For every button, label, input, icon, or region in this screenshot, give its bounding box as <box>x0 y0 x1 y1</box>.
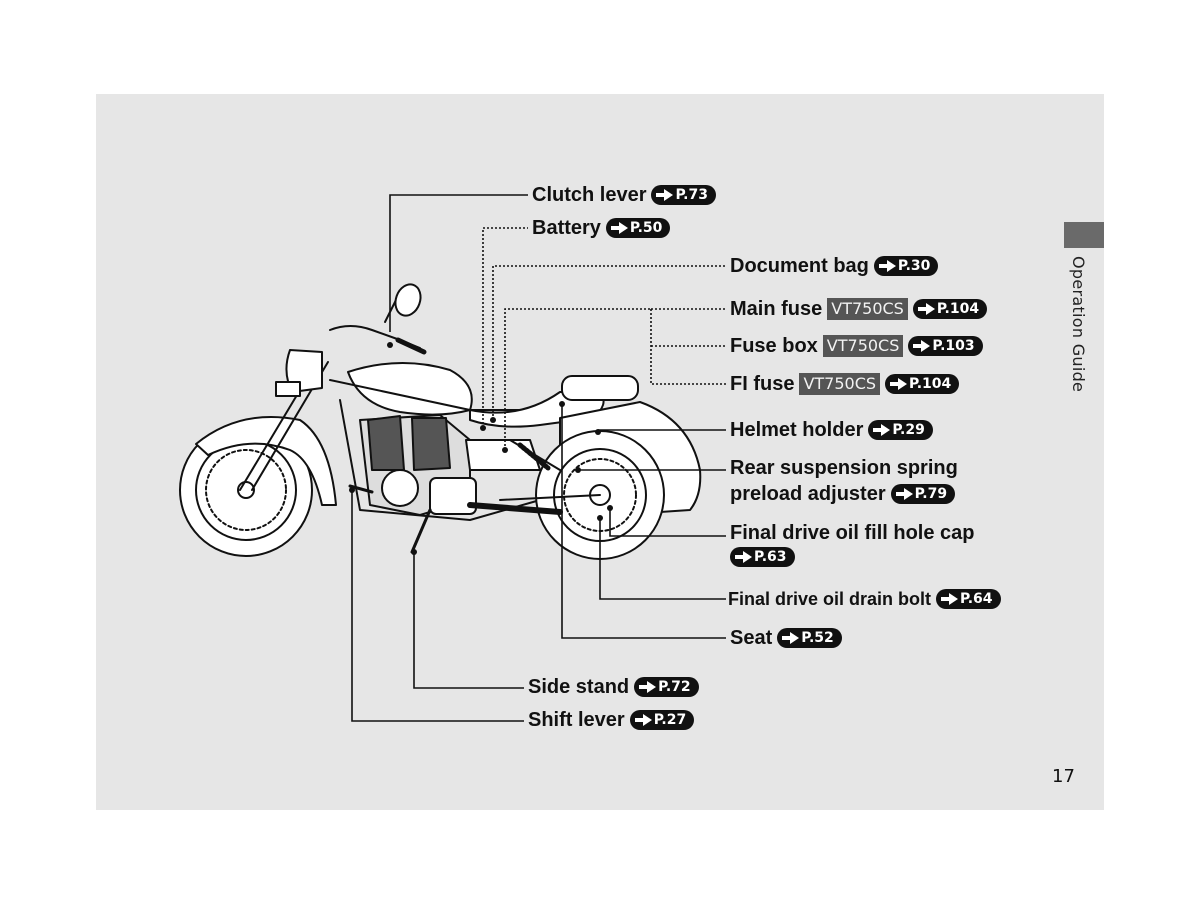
label-text: Shift lever <box>528 709 625 731</box>
page-ref-link[interactable]: P.52 <box>777 628 842 648</box>
section-tab-marker <box>1064 222 1104 248</box>
ref-text: P.29 <box>892 422 925 438</box>
leader-lines <box>351 194 726 722</box>
label-battery: Battery P.50 <box>532 216 671 240</box>
ref-text: P.104 <box>909 376 952 392</box>
page-ref-link[interactable]: P.29 <box>868 420 933 440</box>
arrow-right-icon <box>610 222 628 234</box>
page-ref-link[interactable]: P.27 <box>629 710 695 730</box>
arrow-right-icon <box>913 340 931 352</box>
label-fi-fuse: FI fuse VT750CS P.104 <box>730 372 960 396</box>
page-ref-link[interactable]: P.79 <box>890 484 956 504</box>
label-text: Document bag <box>730 255 869 277</box>
page-ref-link[interactable]: P.30 <box>873 256 939 276</box>
page-ref-link[interactable]: P.104 <box>885 374 960 394</box>
arrow-right-icon <box>634 714 652 726</box>
arrow-right-icon <box>878 260 896 272</box>
section-label: Operation Guide <box>1069 256 1088 393</box>
model-badge: VT750CS <box>822 335 904 357</box>
ref-text: P.79 <box>914 486 948 502</box>
arrow-right-icon <box>656 189 674 201</box>
label-line2: preload adjuster P.79 <box>730 482 956 506</box>
leader-dots <box>349 342 613 555</box>
arrow-right-icon <box>735 551 752 563</box>
label-side-stand: Side stand P.72 <box>528 675 699 699</box>
ref-text: P.50 <box>629 220 663 236</box>
label-text: Side stand <box>528 676 630 698</box>
label-fuse-box: Fuse box VT750CS P.103 <box>730 334 983 358</box>
label-helmet-holder: Helmet holder P.29 <box>730 418 933 442</box>
ref-text: P.103 <box>932 338 975 354</box>
ref-text: P.73 <box>675 187 708 203</box>
label-text: Clutch lever <box>532 184 647 206</box>
ref-text: P.72 <box>658 679 691 695</box>
label-main-fuse: Main fuse VT750CS P.104 <box>730 297 988 321</box>
label-text: Final drive oil fill hole cap <box>730 522 975 544</box>
arrow-right-icon <box>941 593 959 605</box>
label-text: FI fuse <box>730 373 795 395</box>
label-seat: Seat P.52 <box>730 626 842 650</box>
label-clutch-lever: Clutch lever P.73 <box>532 183 716 207</box>
ref-text: P.30 <box>897 258 931 274</box>
label-text: Main fuse <box>730 298 823 320</box>
ref-text: P.104 <box>936 301 980 317</box>
page-ref-link[interactable]: P.103 <box>908 336 983 356</box>
ref-text: P.64 <box>960 591 993 607</box>
model-badge: VT750CS <box>799 373 881 395</box>
page-ref-link[interactable]: P.50 <box>605 218 671 238</box>
label-text: Seat <box>730 627 773 649</box>
label-shift-lever: Shift lever P.27 <box>528 708 695 732</box>
arrow-right-icon <box>873 424 891 436</box>
label-rear-suspension: Rear suspension spring preload adjuster … <box>730 456 958 506</box>
arrow-right-icon <box>639 681 657 693</box>
page-ref-link[interactable]: P.63 <box>730 547 795 567</box>
arrow-right-icon <box>890 378 908 390</box>
page-ref-link[interactable]: P.72 <box>634 677 699 697</box>
label-text-line2: preload adjuster <box>730 483 886 505</box>
label-document-bag: Document bag P.30 <box>730 254 939 278</box>
label-text-line1: Rear suspension spring <box>730 457 958 479</box>
page-ref-link[interactable]: P.73 <box>651 185 716 205</box>
label-final-drive-drain: Final drive oil drain bolt P.64 <box>728 587 1001 611</box>
page-ref-link[interactable]: P.64 <box>936 589 1001 609</box>
arrow-right-icon <box>782 632 800 644</box>
arrow-right-icon <box>917 303 935 315</box>
label-text: Fuse box <box>730 335 818 357</box>
ref-text: P.63 <box>754 549 787 565</box>
arrow-right-icon <box>895 488 913 500</box>
ref-text: P.52 <box>801 630 834 646</box>
label-final-drive-fill: Final drive oil fill hole cap P.63 <box>730 521 975 567</box>
label-text: Helmet holder <box>730 419 864 441</box>
label-text: Battery <box>532 217 601 239</box>
ref-text: P.27 <box>653 712 687 728</box>
model-badge: VT750CS <box>827 298 908 320</box>
motorcycle-illustration <box>179 283 702 560</box>
page-number: 17 <box>1052 766 1075 787</box>
page-ref-link[interactable]: P.104 <box>912 299 988 319</box>
label-text: Final drive oil drain bolt <box>728 589 932 609</box>
